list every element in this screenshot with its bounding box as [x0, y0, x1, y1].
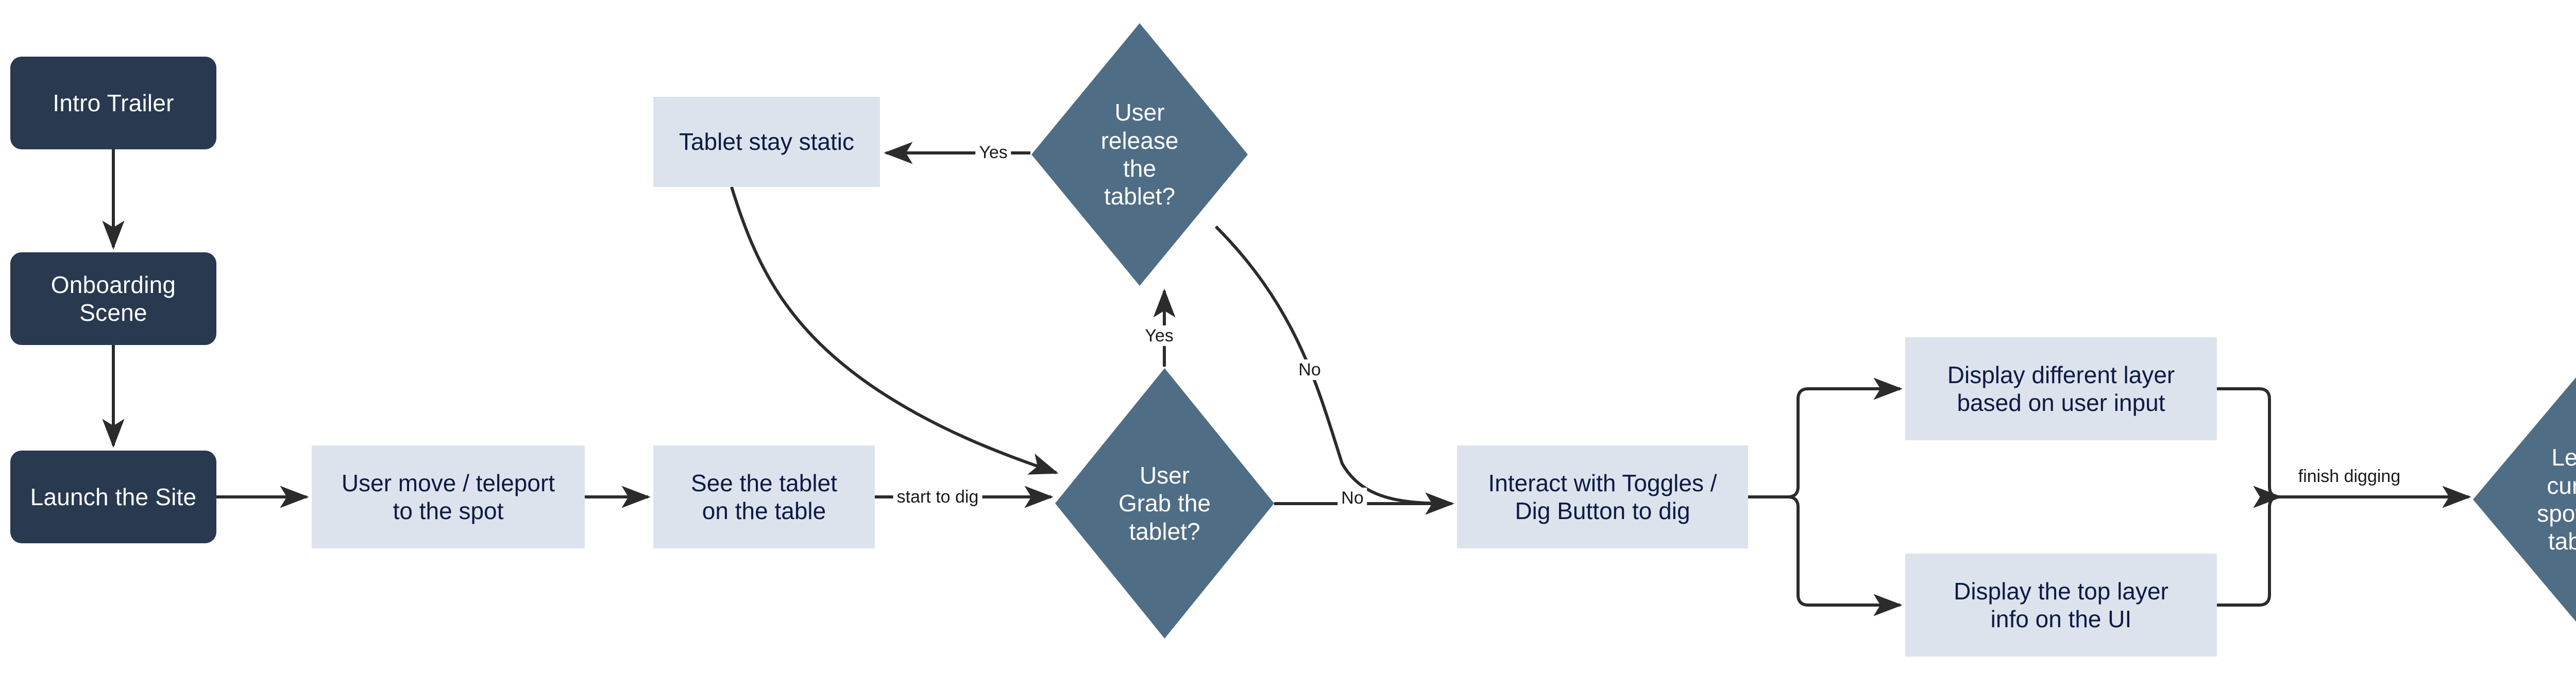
node-launch-the-site-label: Launch the Site — [30, 483, 197, 510]
node-interact-with-toggles-label: Interact with Toggles /Dig Button to dig — [1488, 469, 1717, 524]
edge-label-start-to-dig: start to dig — [893, 487, 982, 507]
diamond-shape-user-release — [1031, 23, 1248, 286]
edge-label-finish-digging: finish digging — [2294, 466, 2404, 487]
edge-label-release-no: No — [1295, 359, 1325, 380]
node-tablet-stay-static[interactable]: Tablet stay static — [653, 97, 880, 187]
node-leave-current-spot[interactable]: Leavecurrentspot withtablet? — [2473, 368, 2576, 631]
node-intro-trailer-label: Intro Trailer — [53, 89, 174, 116]
node-interact-with-toggles[interactable]: Interact with Toggles /Dig Button to dig — [1457, 445, 1748, 548]
edge-interact-to-displaylayer — [1748, 377, 1903, 498]
edge-label-grab-yes: Yes — [1141, 325, 1177, 346]
diamond-shape-user-grab — [1055, 368, 1274, 639]
edge-displaylayer-to-leavespot — [2217, 387, 2282, 508]
node-tablet-stay-static-label: Tablet stay static — [679, 128, 855, 156]
edge-label-grab-no: No — [1337, 488, 1367, 508]
node-launch-the-site[interactable]: Launch the Site — [10, 451, 216, 543]
edge-interact-to-displaytop — [1748, 495, 1903, 616]
node-leave-current-spot-label: Leavecurrentspot withtablet? — [2537, 444, 2576, 555]
edge-label-release-yes: Yes — [975, 142, 1011, 163]
diamond-shape-leave-current-spot — [2473, 377, 2576, 622]
edge-displaytop-to-leavespot — [2217, 486, 2282, 607]
node-intro-trailer[interactable]: Intro Trailer — [10, 57, 216, 149]
edge-tabletstatic-to-usergrab — [730, 186, 1059, 475]
